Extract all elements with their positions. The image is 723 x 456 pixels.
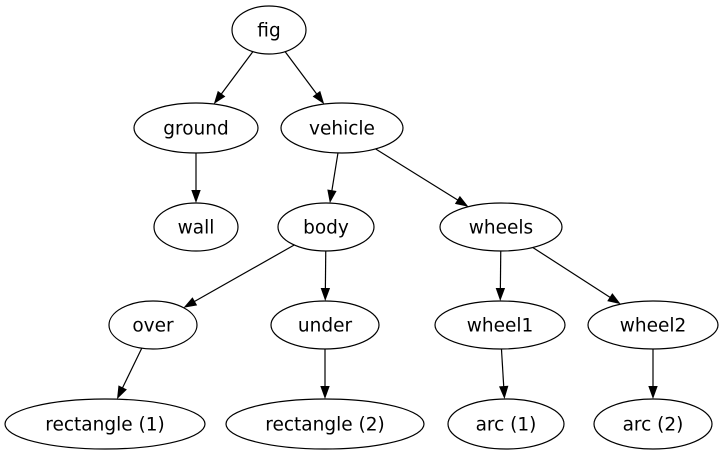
edge-arrowhead (499, 385, 509, 400)
edge-arrowhead (648, 386, 658, 399)
node-label-wheels: wheels (469, 218, 533, 239)
node-ellipse-wheel2 (587, 300, 719, 350)
node-label-wall: wall (178, 218, 215, 239)
node-label-wheel1: wheel1 (467, 316, 534, 337)
edge-arrowhead (191, 190, 201, 203)
node-label-wheel2: wheel2 (620, 316, 687, 337)
edge-line (331, 152, 339, 193)
edge-vehicle-wheels (375, 148, 469, 207)
node-vehicle: vehicle (280, 102, 404, 154)
edge-under-rectangle2 (320, 349, 330, 399)
edge-arrowhead (183, 297, 198, 308)
node-label-over: over (132, 316, 174, 337)
node-label-rectangle1: rectangle (1) (45, 415, 164, 436)
edge-body-under (320, 250, 331, 302)
node-label-body: body (303, 218, 349, 239)
edge-wheels-wheel2 (532, 246, 621, 305)
node-wheels: wheels (439, 202, 563, 252)
node-ellipse-rectangle2 (225, 398, 425, 450)
node-label-ground: ground (163, 119, 228, 140)
node-label-fig: fig (257, 21, 280, 42)
node-label-arc1: arc (1) (476, 415, 537, 436)
edge-arrowhead (213, 90, 226, 105)
edge-ground-wall (191, 153, 201, 203)
node-ellipse-wall (153, 202, 239, 252)
node-label-arc2: arc (2) (623, 415, 684, 436)
node-ellipse-arc2 (593, 398, 713, 450)
node-ellipse-over (108, 300, 198, 350)
node-ellipse-fig (231, 5, 307, 55)
node-rectangle1: rectangle (1) (4, 398, 206, 450)
edge-line (500, 348, 505, 389)
edge-line (192, 244, 295, 303)
edge-wheel2-arc2 (648, 349, 658, 399)
node-wheel1: wheel1 (434, 300, 566, 350)
node-ellipse-wheel1 (434, 300, 566, 350)
node-ground: ground (133, 102, 259, 154)
edge-body-over (183, 244, 295, 308)
edge-fig-vehicle (284, 51, 325, 105)
node-ellipse-vehicle (280, 102, 404, 154)
edge-line (375, 148, 460, 202)
edge-arrowhead (454, 195, 469, 207)
node-ellipse-wheels (439, 202, 563, 252)
edge-fig-ground (213, 51, 254, 105)
edge-arrowhead (117, 385, 127, 400)
node-ellipse-ground (133, 102, 259, 154)
nodes-layer: fig ground vehicle wall body wheels over under w… (4, 5, 719, 450)
node-ellipse-rectangle1 (4, 398, 206, 450)
edges-layer (117, 51, 658, 400)
edge-line (219, 51, 254, 96)
node-ellipse-under (270, 300, 380, 350)
edge-over-rectangle1 (117, 347, 143, 400)
edge-arrowhead (312, 90, 325, 105)
node-rectangle2: rectangle (2) (225, 398, 425, 450)
node-label-rectangle2: rectangle (2) (265, 415, 384, 436)
edge-wheel1-arc1 (499, 348, 509, 400)
node-body: body (277, 202, 375, 252)
edge-wheels-wheel1 (495, 250, 506, 302)
node-ellipse-arc1 (447, 398, 565, 450)
node-label-vehicle: vehicle (309, 119, 375, 140)
edge-line (532, 246, 612, 299)
node-arc2: arc (2) (593, 398, 713, 450)
edge-arrowhead (320, 386, 330, 399)
edge-arrowhead (607, 293, 621, 305)
edge-arrowhead (495, 287, 506, 302)
node-arc1: arc (1) (447, 398, 565, 450)
node-fig: fig (231, 5, 307, 55)
edge-vehicle-body (327, 152, 339, 204)
node-under: under (270, 300, 380, 350)
edge-line (121, 347, 143, 390)
node-wheel2: wheel2 (587, 300, 719, 350)
node-ellipse-body (277, 202, 375, 252)
edge-arrowhead (327, 189, 337, 204)
node-label-under: under (298, 316, 353, 337)
edge-line (284, 51, 319, 96)
edge-arrowhead (320, 287, 331, 302)
node-over: over (108, 300, 198, 350)
node-wall: wall (153, 202, 239, 252)
